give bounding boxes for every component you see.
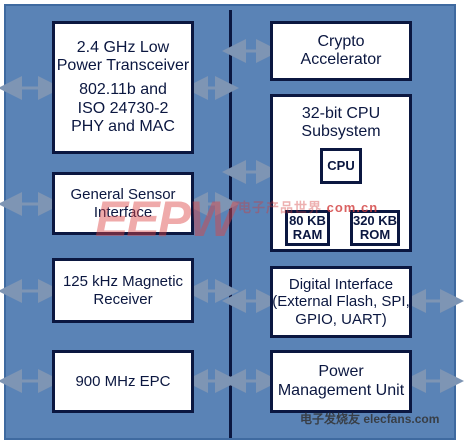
site-watermark: 电子产品世界 com.cn [238, 197, 378, 216]
ram-block: 80 KB RAM [285, 210, 330, 246]
internal-bus [229, 10, 232, 438]
transceiver-block: 2.4 GHz Low Power Transceiver 802.11b an… [52, 21, 194, 154]
magnetic-receiver-block: 125 kHz Magnetic Receiver [52, 258, 194, 323]
power-management-block: Power Management Unit [270, 350, 412, 413]
site-watermark-cn: 电子产品世界 [238, 200, 323, 215]
rom-block: 320 KB ROM [350, 210, 400, 246]
digital-interface-block: Digital Interface (External Flash, SPI, … [270, 266, 412, 338]
crypto-accelerator-block: Crypto Accelerator [270, 21, 412, 81]
sensor-interface-block: General Sensor Interface [52, 172, 194, 235]
eepw-watermark: EEPW [95, 191, 236, 247]
site-watermark-domain: com.cn [326, 200, 379, 215]
footer-watermark: 电子发烧友 elecfans.com [300, 412, 440, 426]
epc-block: 900 MHz EPC [52, 350, 194, 413]
cpu-block: CPU [320, 148, 362, 184]
